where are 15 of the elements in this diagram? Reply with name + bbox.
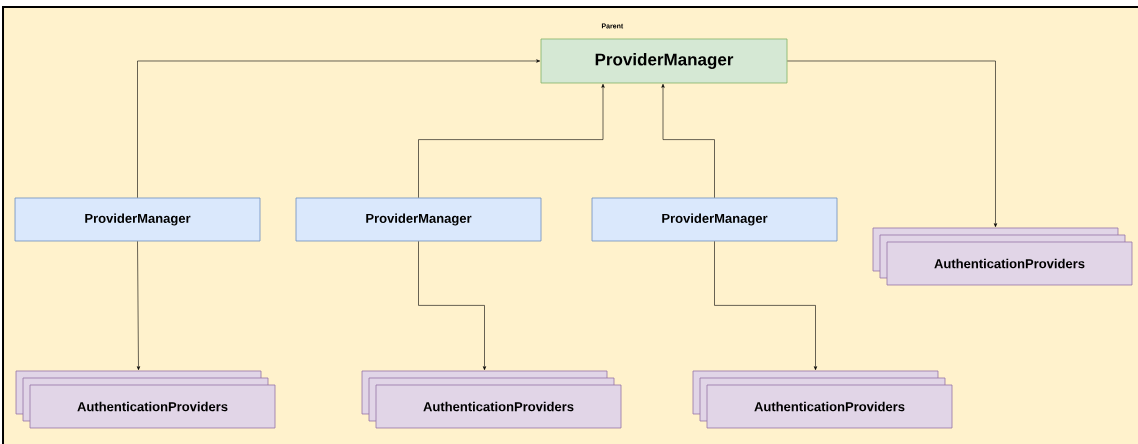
stacked-box: AuthenticationProviders (15, 370, 276, 429)
arrow (661, 83, 715, 198)
box: ProviderManager (14, 197, 261, 242)
stacked-box: AuthenticationProviders (872, 227, 1133, 286)
arrow (418, 241, 487, 371)
arrow (787, 60, 998, 228)
box: ProviderManager (540, 38, 788, 84)
arrow (418, 83, 605, 198)
arrow (137, 59, 541, 198)
arrow (714, 241, 818, 371)
stacked-box: AuthenticationProviders (361, 370, 622, 429)
arrow (136, 241, 141, 371)
box: ProviderManager (295, 197, 542, 242)
stacked-box: AuthenticationProviders (692, 370, 953, 429)
box: ProviderManager (591, 197, 838, 242)
